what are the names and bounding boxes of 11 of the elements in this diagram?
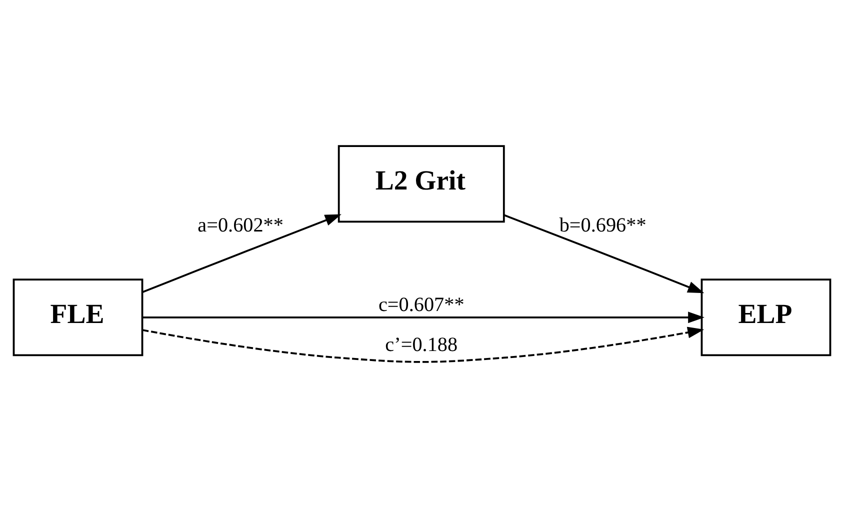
node-box: ELP xyxy=(700,278,832,356)
edge-label: c’=0.188 xyxy=(385,334,458,356)
edge-label: c=0.607** xyxy=(378,294,464,316)
arrow xyxy=(142,312,704,324)
node-box: FLE xyxy=(12,278,144,356)
arrow xyxy=(142,214,342,294)
edge-label: a=0.602** xyxy=(198,214,284,236)
edge-label: b=0.696** xyxy=(559,214,646,236)
node-box: L2 Grit xyxy=(338,145,505,223)
arrow xyxy=(504,214,704,294)
arrow xyxy=(142,326,704,363)
